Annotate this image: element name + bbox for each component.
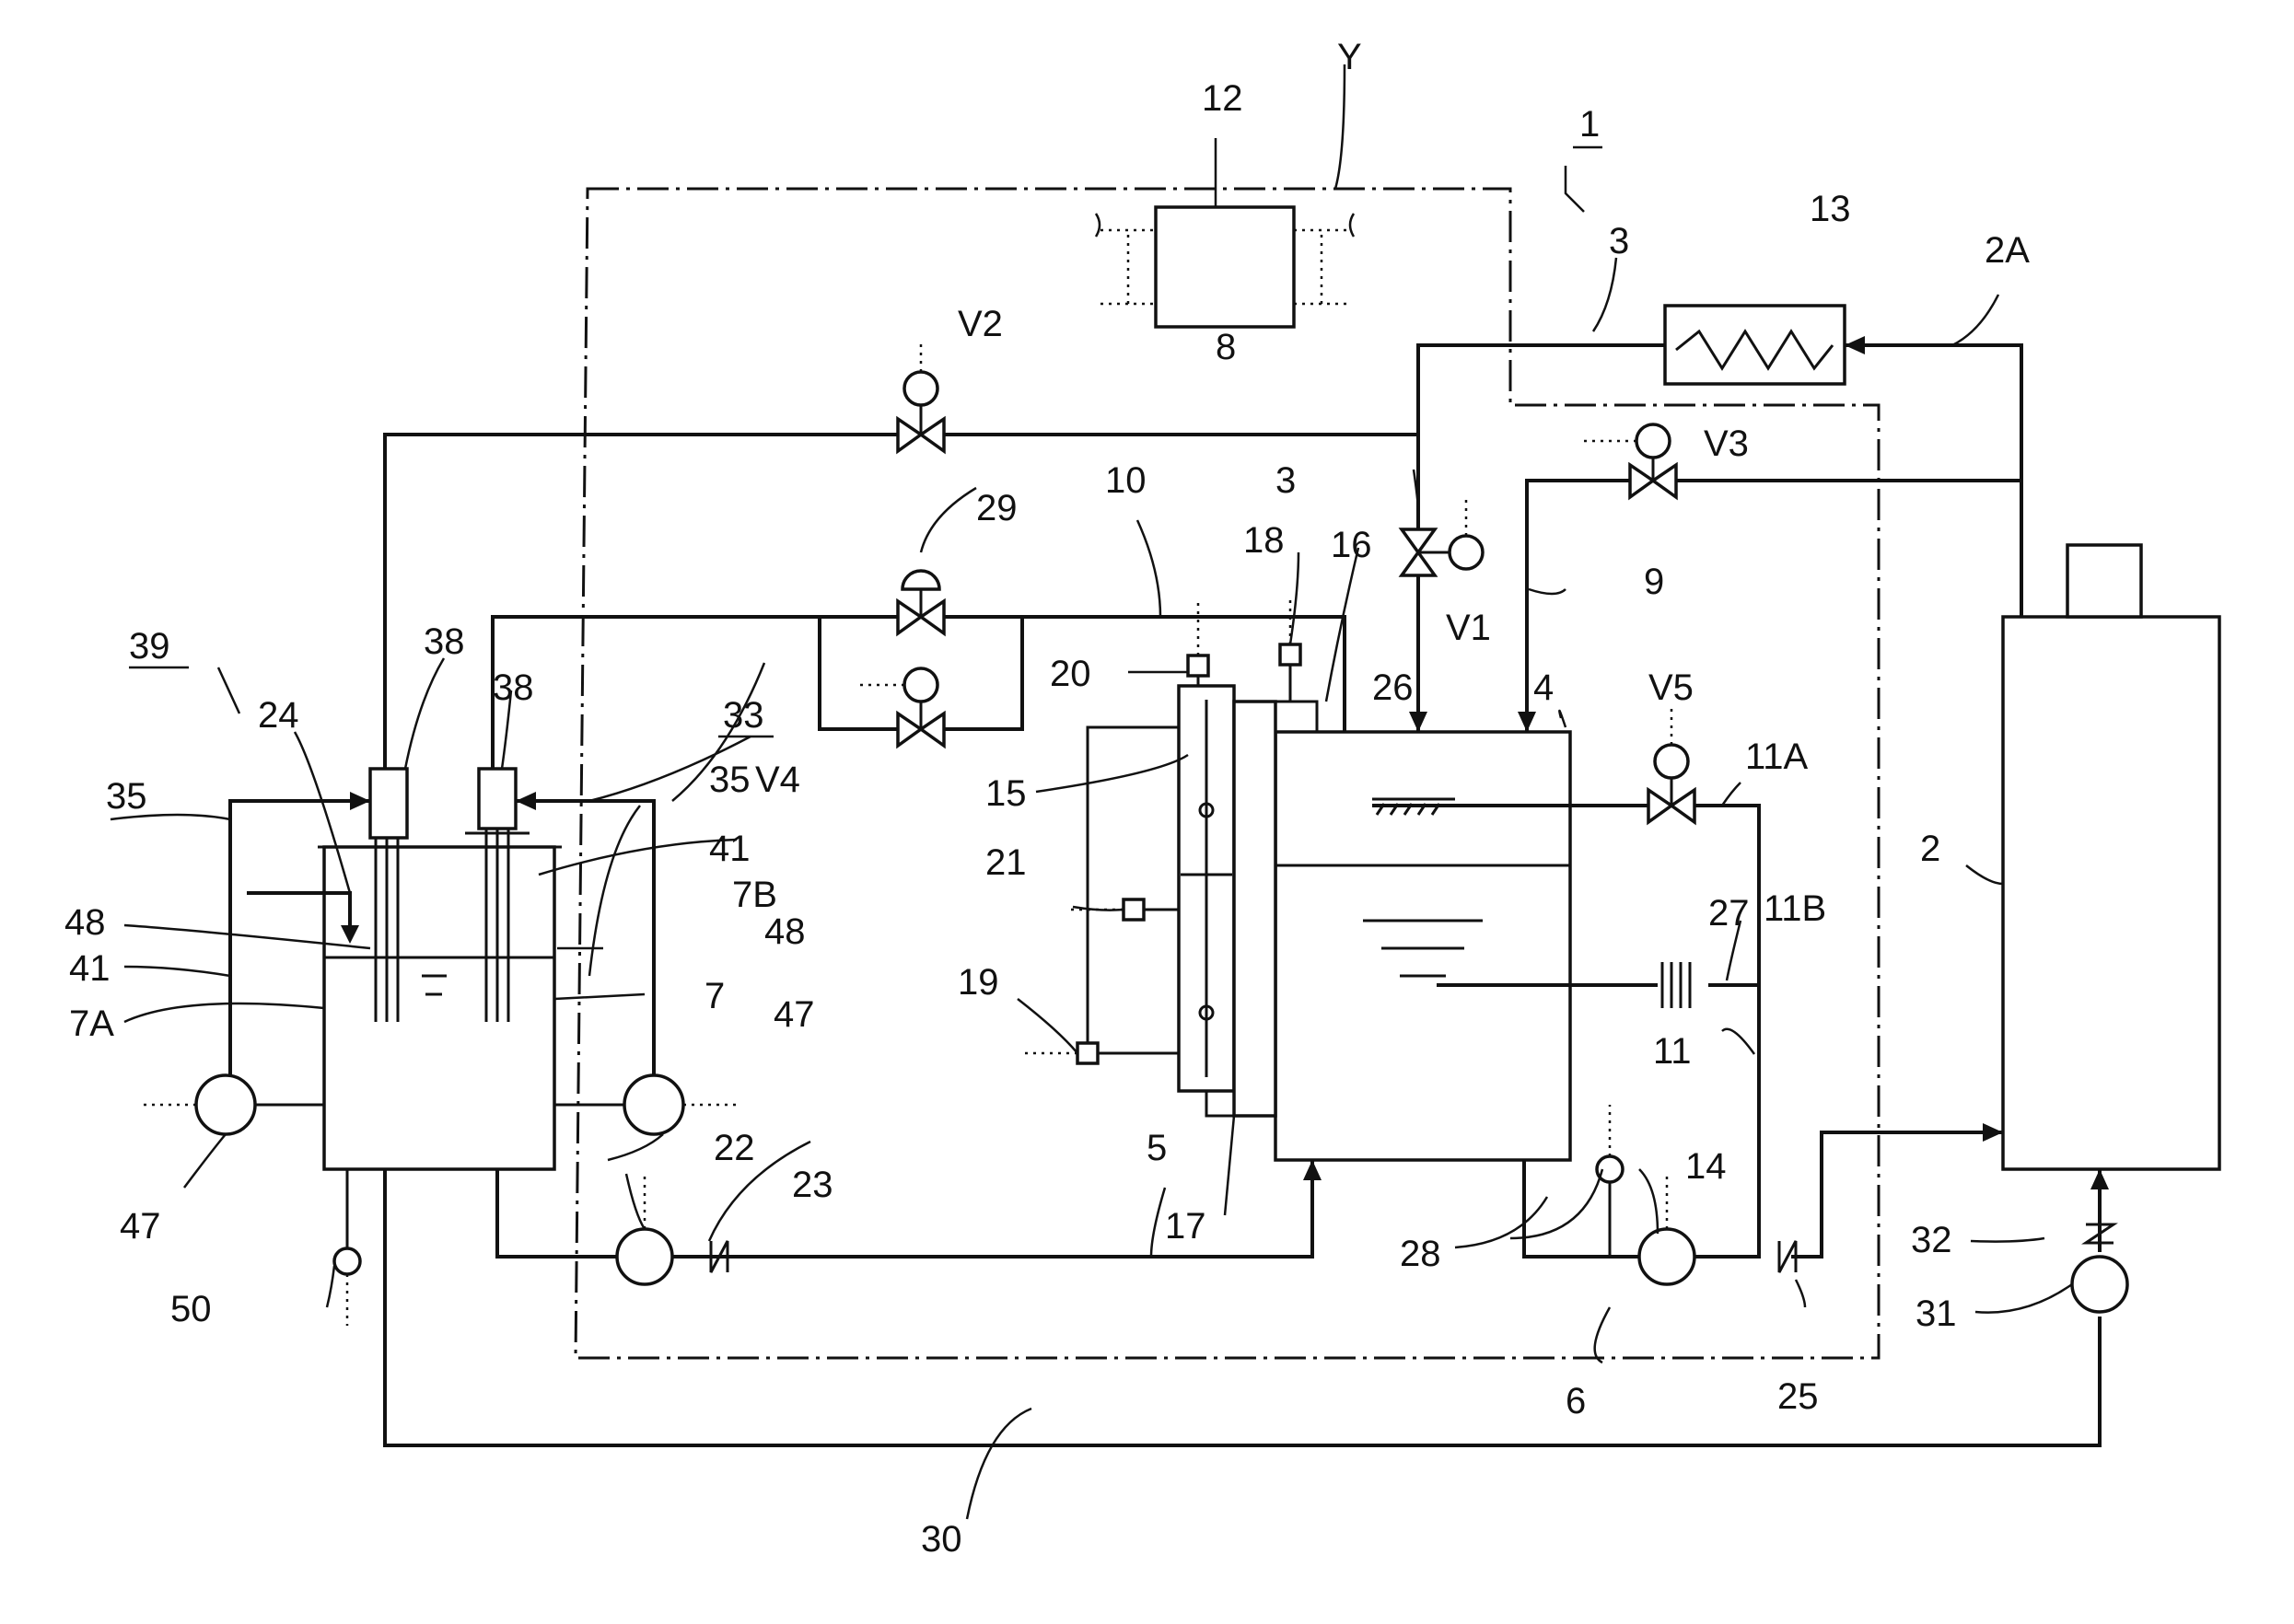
label-3a: 3: [1609, 221, 1629, 261]
v2-actuator: [904, 372, 937, 405]
label-17: 17: [1165, 1206, 1206, 1247]
label-39: 39: [129, 626, 170, 667]
label-25: 25: [1777, 1376, 1819, 1417]
holder-38-right: [479, 769, 516, 829]
main-unit-2-top-cap: [2067, 545, 2141, 617]
label-18: 18: [1243, 520, 1285, 561]
v5-actuator: [1655, 745, 1688, 778]
label-20: 20: [1050, 654, 1091, 694]
label-27: 27: [1708, 893, 1750, 934]
pump-14: [1639, 1229, 1694, 1284]
sensor-20: [1188, 655, 1208, 676]
label-7b: 7B: [732, 875, 777, 915]
holder-38-left: [370, 769, 407, 838]
label-12: 12: [1202, 78, 1243, 119]
label-7: 7: [705, 976, 725, 1016]
label-31: 31: [1916, 1293, 1957, 1334]
label-14: 14: [1685, 1146, 1727, 1187]
v3-actuator: [1636, 424, 1670, 458]
label-7a: 7A: [69, 1003, 114, 1044]
pipe-30: [385, 1169, 2100, 1445]
label-10: 10: [1105, 460, 1147, 501]
label-y: Y: [1337, 37, 1362, 77]
label-24: 24: [258, 695, 299, 736]
sensor-19: [1077, 1043, 1098, 1063]
tank-4: [1275, 732, 1570, 1160]
label-11a: 11A: [1745, 737, 1809, 777]
label-8: 8: [1216, 327, 1236, 367]
label-19: 19: [958, 962, 999, 1003]
main-unit-2: [2003, 617, 2219, 1169]
label-28: 28: [1400, 1234, 1441, 1274]
pipe-2-feed: [1791, 1132, 2003, 1257]
label-1: 1: [1579, 104, 1600, 145]
sensor-21: [1124, 899, 1144, 920]
label-16: 16: [1331, 525, 1372, 565]
valve-29-actuator: [902, 571, 939, 589]
label-35b: 35: [709, 760, 751, 800]
label-21: 21: [985, 842, 1027, 883]
arrow-pipe-9: [1518, 712, 1536, 732]
sensor-18: [1280, 644, 1300, 665]
label-22: 22: [714, 1128, 755, 1168]
component-12-dotted-left: [1100, 230, 1156, 304]
label-30: 30: [921, 1519, 962, 1560]
label-23: 23: [792, 1165, 833, 1205]
label-33: 33: [723, 695, 764, 736]
tilde-right-12: [1350, 214, 1354, 237]
label-2: 2: [1920, 829, 1940, 869]
pump-47-left: [196, 1075, 255, 1134]
arrow-frame-35-left: [350, 792, 370, 810]
duct-16-17: [1234, 702, 1275, 1116]
tilde-left-12: [1096, 214, 1100, 237]
label-6: 6: [1566, 1381, 1586, 1421]
label-4: 4: [1533, 667, 1554, 708]
label-47a: 47: [774, 994, 815, 1035]
label-v1: V1: [1446, 608, 1491, 648]
label-48b: 48: [764, 911, 806, 952]
component-12-box: [1156, 207, 1294, 327]
v1-actuator: [1450, 536, 1483, 569]
label-3b: 3: [1275, 460, 1296, 501]
v4-actuator: [904, 668, 937, 702]
label-v2: V2: [958, 304, 1003, 344]
pump-31: [2072, 1257, 2127, 1312]
pump-47-right: [624, 1075, 683, 1134]
label-9: 9: [1644, 562, 1664, 602]
pump-22: [617, 1229, 672, 1284]
component-12-dotted-right: [1294, 230, 1349, 304]
label-v4: V4: [755, 760, 800, 800]
label-38a: 38: [424, 621, 465, 662]
label-26: 26: [1372, 667, 1414, 708]
arrow-pipe-3: [1409, 712, 1427, 732]
label-5: 5: [1147, 1128, 1167, 1168]
arrow-pipe-32: [2090, 1169, 2109, 1189]
label-32: 32: [1911, 1220, 1952, 1260]
label-41b: 41: [69, 948, 111, 989]
label-11: 11: [1653, 1031, 1692, 1072]
arrow-pipe-2-feed: [1983, 1123, 2003, 1142]
label-11b: 11B: [1764, 888, 1826, 929]
label-29: 29: [976, 488, 1018, 528]
label-41a: 41: [709, 829, 751, 869]
sensor-19-bypass: [1088, 727, 1179, 1053]
label-15: 15: [985, 773, 1027, 814]
label-50: 50: [170, 1289, 212, 1329]
label-48a: 48: [64, 902, 106, 943]
label-35a: 35: [106, 776, 147, 817]
label-2a: 2A: [1985, 230, 2030, 271]
label-47b: 47: [120, 1206, 161, 1247]
arrow-pipe-2a: [1845, 336, 1865, 354]
label-v3: V3: [1704, 423, 1749, 464]
pipe-9: [1527, 481, 2021, 732]
arrow-pipe-5: [1303, 1160, 1322, 1180]
arrow-frame-35-right: [516, 792, 536, 810]
sensor-50: [334, 1248, 360, 1274]
cell-7: [324, 847, 554, 1169]
filter-27: [1662, 962, 1690, 1008]
label-13: 13: [1810, 189, 1851, 229]
label-v5: V5: [1648, 667, 1694, 708]
label-38b: 38: [493, 667, 534, 708]
